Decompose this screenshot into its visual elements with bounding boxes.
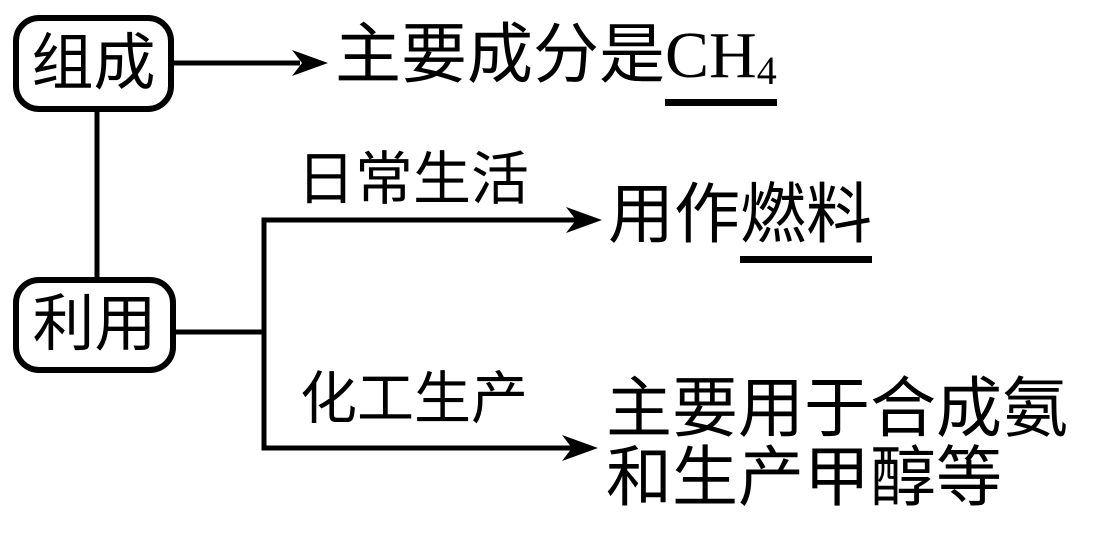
fuel-prefix: 用作: [608, 179, 740, 252]
formula-base: CH: [665, 19, 757, 92]
chemical-arrowhead-icon: [562, 435, 598, 461]
chemical-production-label: 化工生产: [300, 368, 528, 431]
chemical-use-text: 主要用于合成氨 和生产甲醇等: [606, 375, 1068, 513]
daily-life-arrowhead-icon: [566, 207, 602, 233]
composition-box: 组成: [13, 15, 174, 112]
utilization-box: 利用: [13, 277, 176, 373]
composition-box-label: 组成: [31, 29, 156, 98]
main-component-text: 主要成分是CH4: [335, 19, 777, 106]
daily-life-label: 日常生活: [297, 147, 530, 212]
chemical-use-line1: 主要用于合成氨: [606, 373, 1068, 446]
utilization-box-label: 利用: [32, 291, 157, 359]
fuel-use-text: 用作燃料: [608, 179, 872, 263]
ch4-formula: CH4: [665, 19, 777, 106]
formula-subscript: 4: [756, 48, 777, 94]
main-component-prefix: 主要成分是: [335, 19, 665, 92]
chemical-use-line2: 和生产甲醇等: [606, 442, 1002, 515]
fuel-underlined-term: 燃料: [740, 179, 872, 263]
composition-arrowhead-icon: [292, 50, 328, 76]
